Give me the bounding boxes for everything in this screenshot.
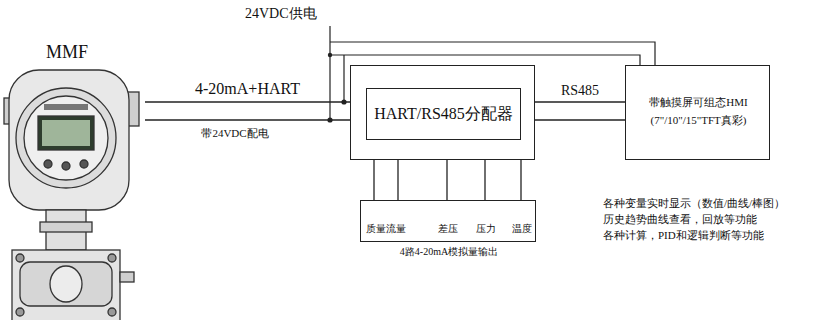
connector [535,102,625,120]
power-wire [330,55,640,65]
flange-capsule [20,262,112,306]
output-box: 质量流量差压压力温度4路4-20mA模拟量输出 [360,200,536,242]
junction-dot [328,53,332,57]
housing [9,70,129,210]
edge-label: RS485 [561,83,599,100]
button [62,162,70,170]
bolt [108,254,116,262]
box-title: HART/RS485分配器 [374,104,513,125]
button [44,160,52,168]
distributor-box: HART/RS485分配器 [350,65,535,160]
housing-cover [16,88,116,188]
power-label: 24VDC供电 [245,6,317,23]
edge-label: 4-20mA+HART [195,79,300,98]
transmitter-illustration [4,70,139,320]
housing-window [24,96,108,180]
transmitter: MMF [5,40,145,320]
channel-label: 温度 [512,223,532,235]
power-wire [329,26,330,120]
bolt [16,308,24,316]
capsule-center [50,266,82,302]
brand-plate [44,104,88,110]
feature-note: 各种计算，PID和逻辑判断等功能 [603,229,764,242]
hmi-box: 带触摸屏可组态HMI (7"/10"/15"TFT真彩) [625,65,770,160]
channel-label: 差压 [438,223,458,235]
channel-label: 压力 [476,223,496,235]
box-subtitle: (7"/10"/15"TFT真彩) [651,114,747,127]
bolt [16,254,24,262]
wire [535,119,625,120]
wire [535,101,625,102]
box-caption: 4路4-20mA模拟量输出 [400,246,498,258]
channel-label: 质量流量 [366,223,406,235]
cable-note: 带24VDC配电 [201,127,268,140]
flange-body [12,250,120,320]
box-title: 带触摸屏可组态HMI [649,96,747,109]
neck-ring [40,222,92,232]
display-screen [42,120,90,146]
wire [145,101,350,102]
feature-note: 历史趋势曲线查看，回放等功能 [603,213,757,226]
device-name: MMF [46,42,88,64]
feature-note: 各种变量实时显示（数值/曲线/棒图） [603,197,785,210]
display [38,116,94,150]
button [80,160,88,168]
power-wire [343,55,344,102]
connector [145,102,350,120]
wire [145,119,350,120]
vent-valve [120,272,134,282]
inner-frame: HART/RS485分配器 [366,88,521,140]
bolt [108,308,116,316]
power-wire [330,42,655,65]
